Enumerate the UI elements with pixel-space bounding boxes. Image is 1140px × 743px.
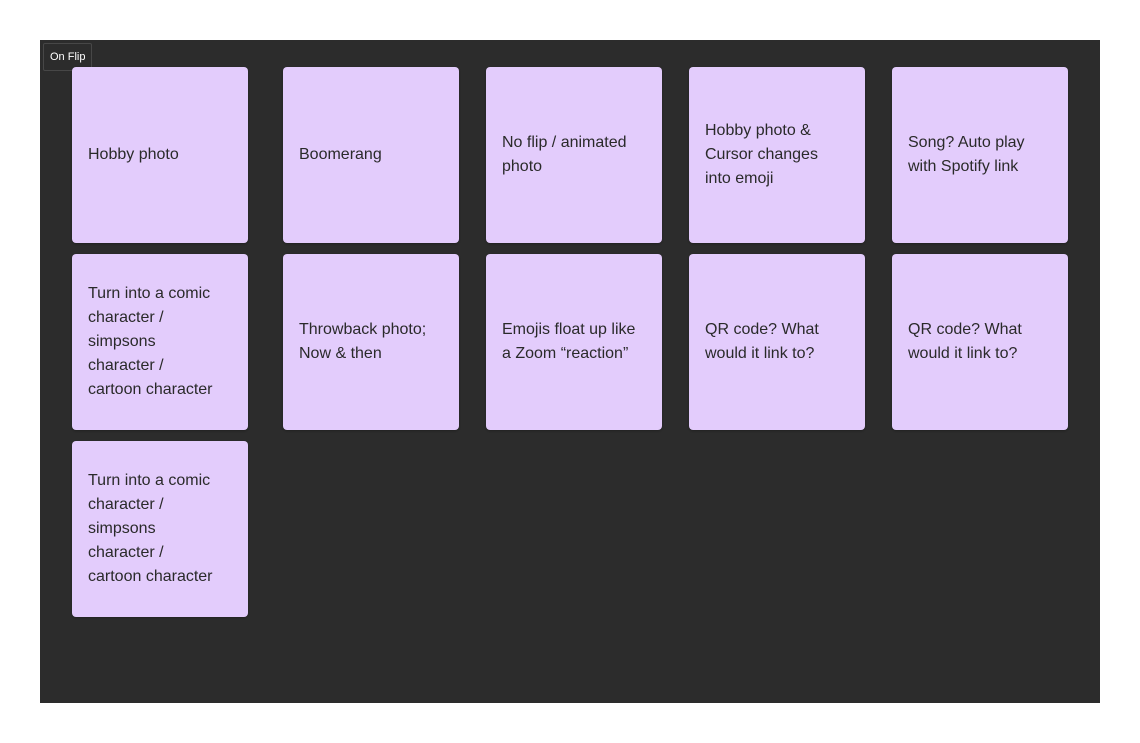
sticky-note-text: Turn into a comic character / simpsons c… (88, 285, 213, 398)
sticky-note[interactable]: QR code? What would it link to? (689, 254, 865, 430)
section-on-flip[interactable]: On Flip Hobby photo Boomerang No flip / … (40, 40, 1100, 703)
sticky-note-text: QR code? What would it link to? (908, 321, 1022, 362)
sticky-note-text: Hobby photo & Cursor changes into emoji (705, 122, 818, 187)
sticky-note-text: Throwback photo; Now & then (299, 321, 427, 362)
sticky-note-text: Boomerang (299, 146, 382, 163)
sticky-note[interactable]: Turn into a comic character / simpsons c… (72, 254, 248, 430)
section-label[interactable]: On Flip (43, 43, 93, 71)
sticky-note[interactable]: Turn into a comic character / simpsons c… (72, 441, 248, 617)
sticky-note[interactable]: Hobby photo & Cursor changes into emoji (689, 67, 865, 243)
sticky-note-text: No flip / animated photo (502, 134, 627, 175)
sticky-note[interactable]: QR code? What would it link to? (892, 254, 1068, 430)
sticky-note-text: QR code? What would it link to? (705, 321, 819, 362)
sticky-note[interactable]: Boomerang (283, 67, 459, 243)
sticky-note[interactable]: Emojis float up like a Zoom “reaction” (486, 254, 662, 430)
sticky-note[interactable]: Song? Auto play with Spotify link (892, 67, 1068, 243)
sticky-note-text: Turn into a comic character / simpsons c… (88, 472, 213, 585)
sticky-note[interactable]: Hobby photo (72, 67, 248, 243)
sticky-note-text: Song? Auto play with Spotify link (908, 134, 1025, 175)
sticky-note[interactable]: Throwback photo; Now & then (283, 254, 459, 430)
sticky-note[interactable]: No flip / animated photo (486, 67, 662, 243)
sticky-note-text: Hobby photo (88, 146, 179, 163)
sticky-note-text: Emojis float up like a Zoom “reaction” (502, 321, 636, 362)
